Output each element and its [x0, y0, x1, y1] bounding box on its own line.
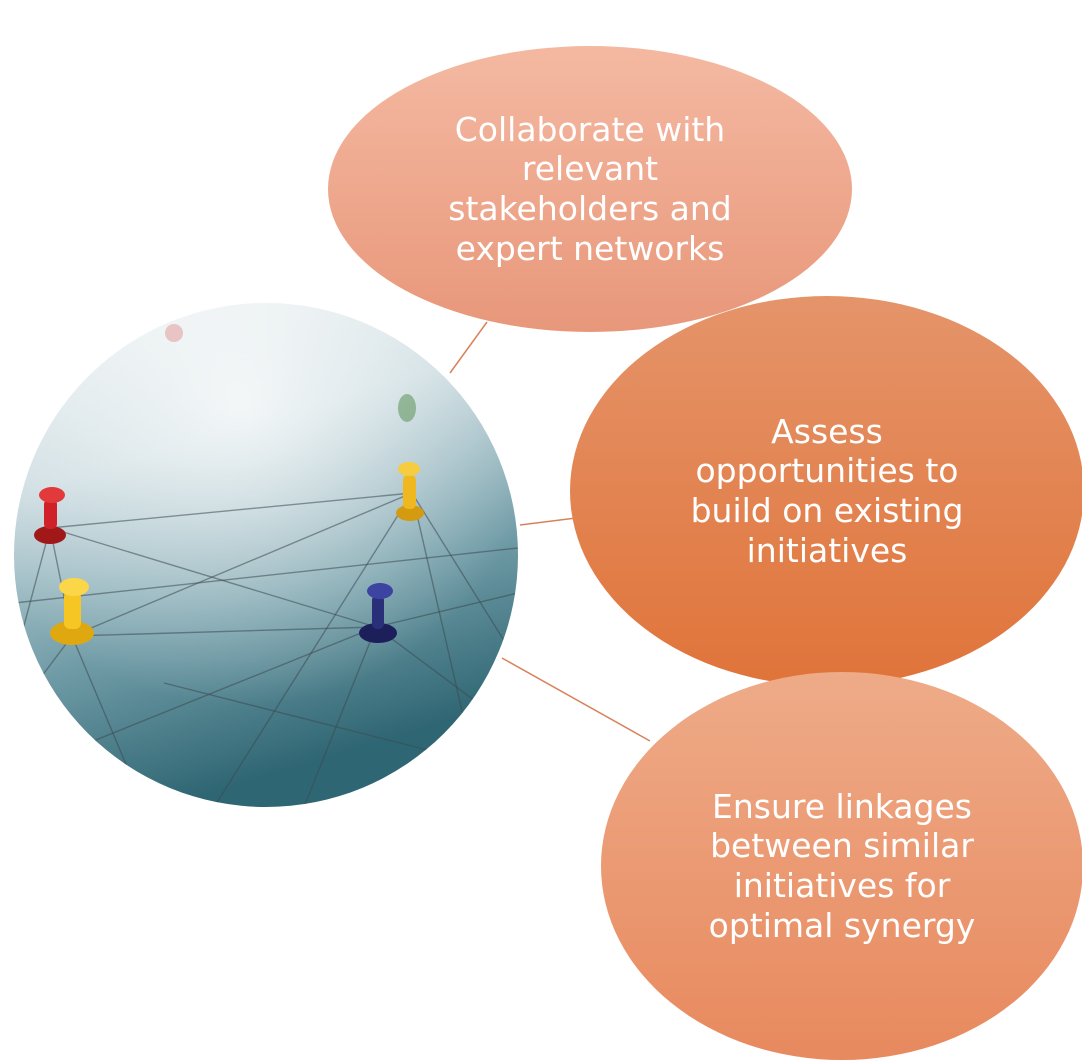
connector-collaborate — [449, 321, 488, 374]
connector-assess — [519, 517, 577, 526]
connector-ensure — [501, 657, 651, 742]
yellow-pushpin-icon-2 — [50, 578, 94, 645]
blue-pushpin-icon — [359, 583, 397, 643]
node-assess-label: Assess opportunities to build on existin… — [690, 411, 964, 570]
node-ensure-label: Ensure linkages between similar initiati… — [708, 786, 976, 945]
node-collaborate-label: Collaborate with relevant stakeholders a… — [448, 109, 732, 268]
network-photo-illustration — [14, 303, 518, 807]
node-collaborate: Collaborate with relevant stakeholders a… — [328, 46, 852, 332]
yellow-pushpin-icon — [396, 462, 424, 521]
node-assess: Assess opportunities to build on existin… — [570, 296, 1082, 686]
red-pushpin-icon — [34, 487, 66, 544]
node-ensure: Ensure linkages between similar initiati… — [601, 672, 1082, 1060]
network-pushpins-photo — [14, 303, 518, 807]
